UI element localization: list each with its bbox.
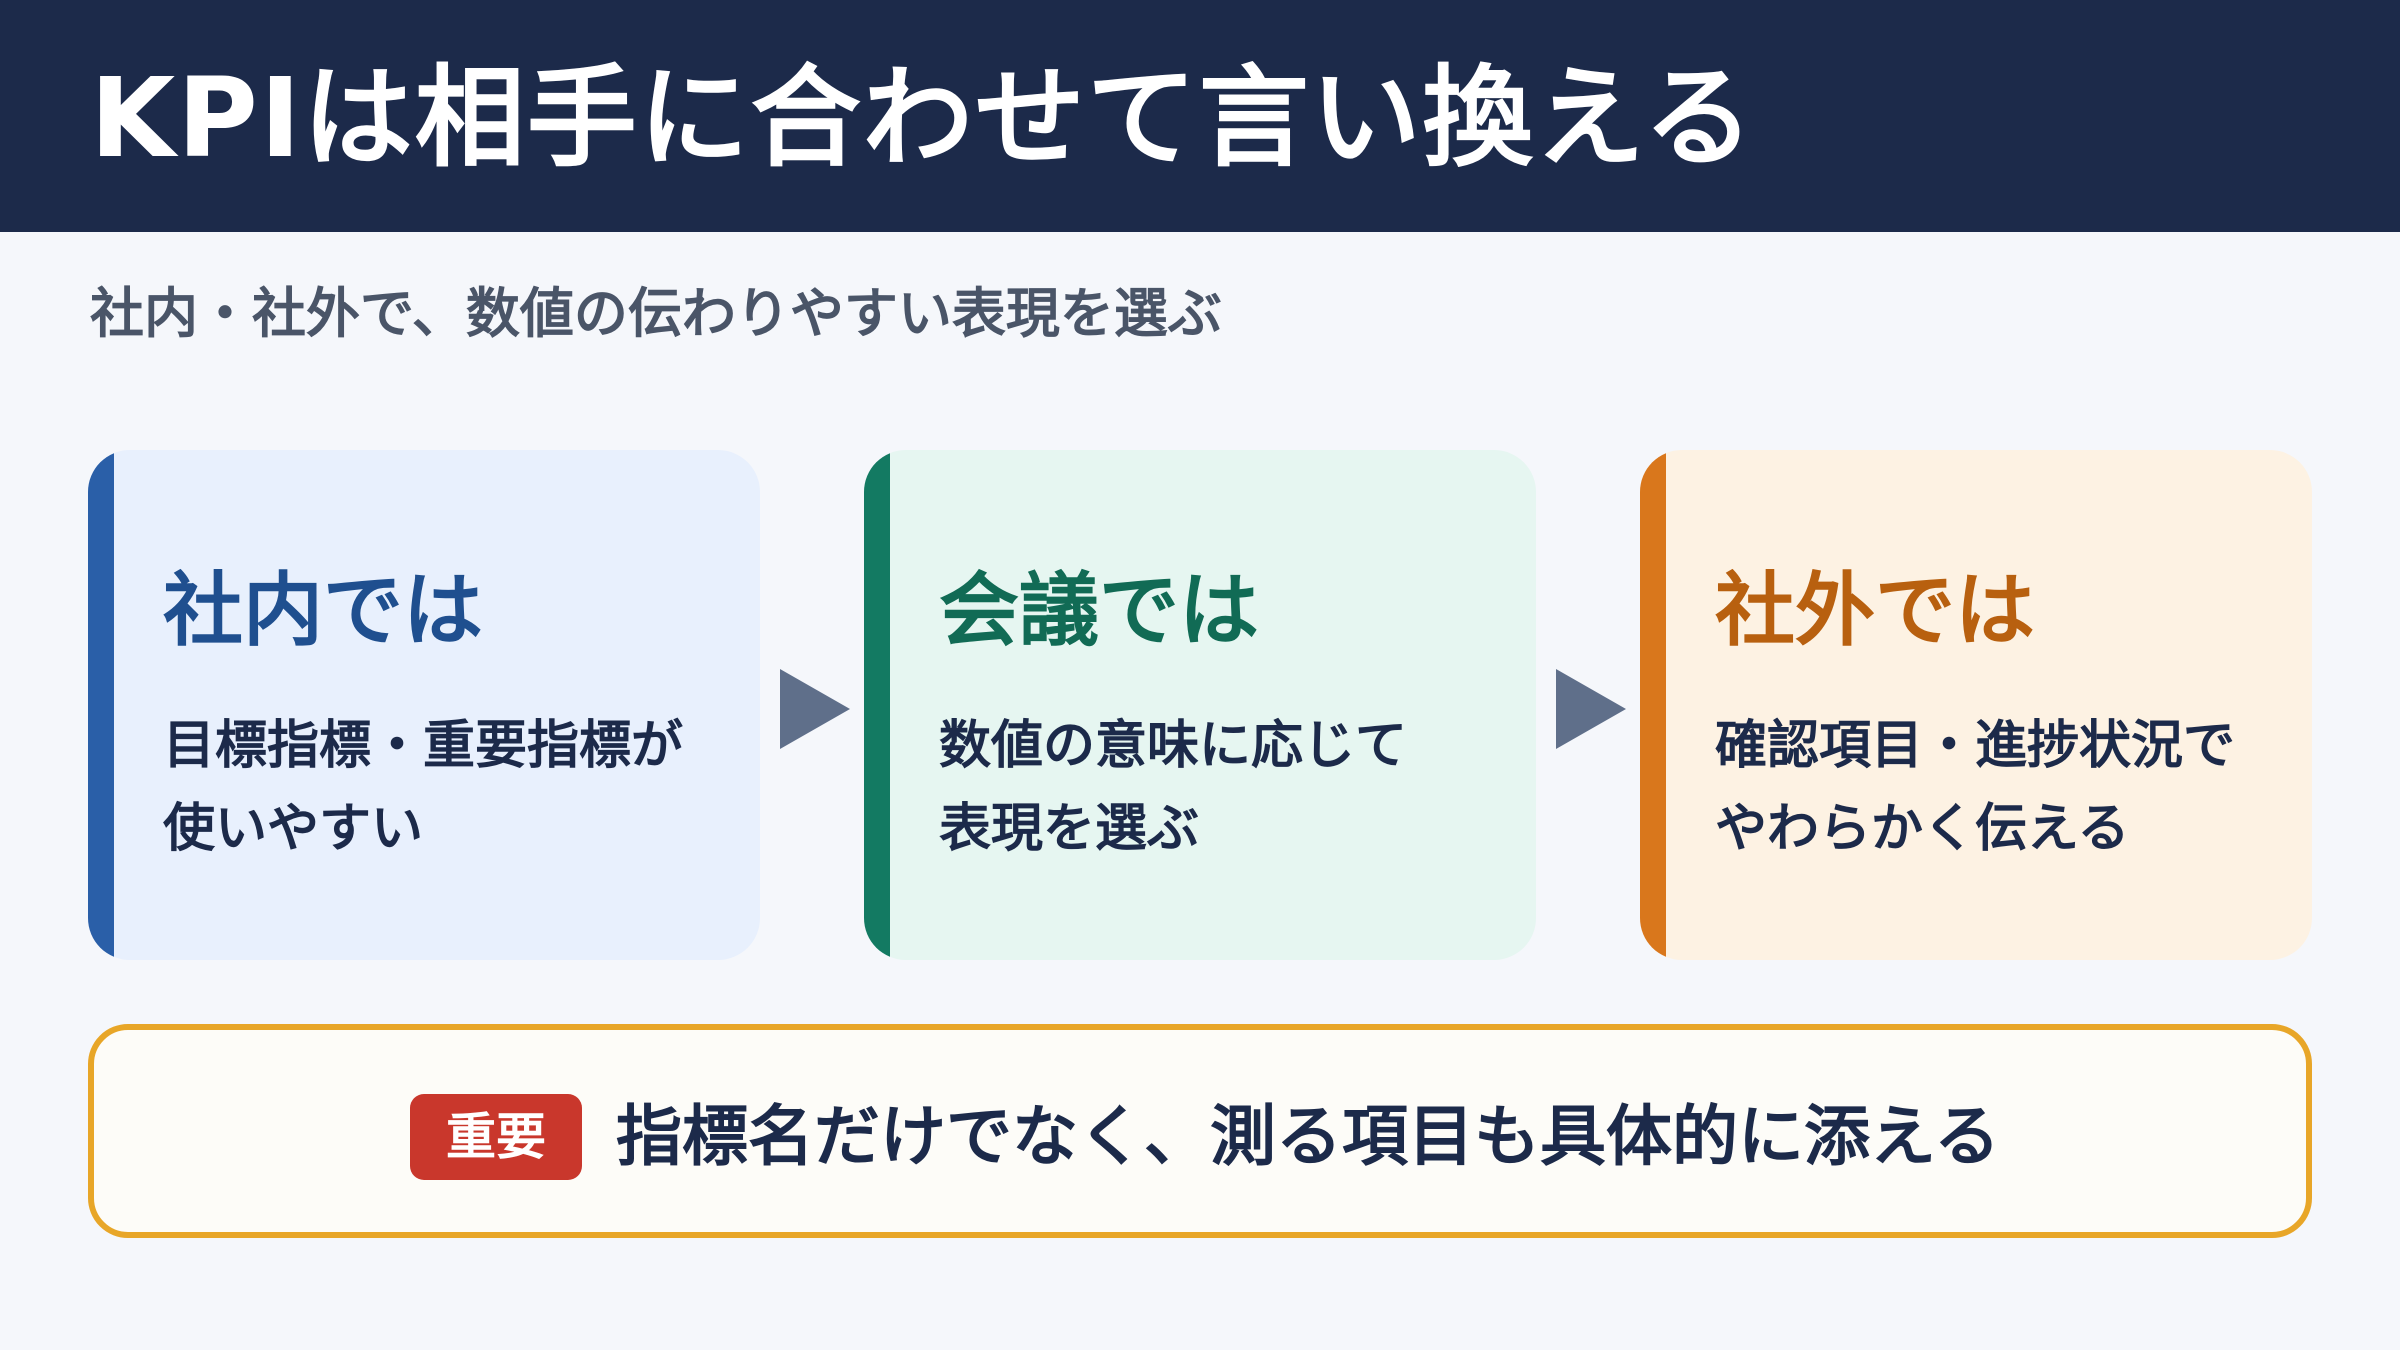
card-meeting: 会議では 数値の意味に応じて 表現を選ぶ <box>864 450 1536 960</box>
page-title: KPIは相手に合わせて言い換える <box>90 54 1756 182</box>
card-accent-bar <box>1640 450 1666 960</box>
card-body: 数値の意味に応じて 表現を選ぶ <box>939 705 1519 871</box>
card-body-line: 数値の意味に応じて <box>939 716 1408 776</box>
card-accent-bar <box>864 450 890 960</box>
arrow-right-icon <box>1556 669 1626 749</box>
card-body: 目標指標・重要指標が 使いやすい <box>163 705 743 871</box>
arrow-right-icon <box>780 669 850 749</box>
callout-text: 指標名だけでなく、測る項目も具体的に添える <box>616 1098 2001 1175</box>
card-title: 社内では <box>163 564 483 657</box>
card-body-line: 目標指標・重要指標が <box>163 716 684 776</box>
card-body-line: 確認項目・進捗状況で <box>1715 716 2236 776</box>
card-title: 社外では <box>1715 564 2035 657</box>
card-title: 会議では <box>939 564 1259 657</box>
important-callout: 重要 指標名だけでなく、測る項目も具体的に添える <box>88 1024 2312 1238</box>
header-banner: KPIは相手に合わせて言い換える <box>0 0 2400 232</box>
card-body-line: 使いやすい <box>163 799 424 859</box>
card-body-line: やわらかく伝える <box>1715 799 2130 859</box>
card-body-line: 表現を選ぶ <box>939 799 1200 859</box>
card-accent-bar <box>88 450 114 960</box>
page-subtitle: 社内・社外で、数値の伝わりやすい表現を選ぶ <box>90 282 1222 345</box>
important-badge: 重要 <box>410 1094 582 1180</box>
card-body: 確認項目・進捗状況で やわらかく伝える <box>1715 705 2295 871</box>
card-internal: 社内では 目標指標・重要指標が 使いやすい <box>88 450 760 960</box>
card-external: 社外では 確認項目・進捗状況で やわらかく伝える <box>1640 450 2312 960</box>
